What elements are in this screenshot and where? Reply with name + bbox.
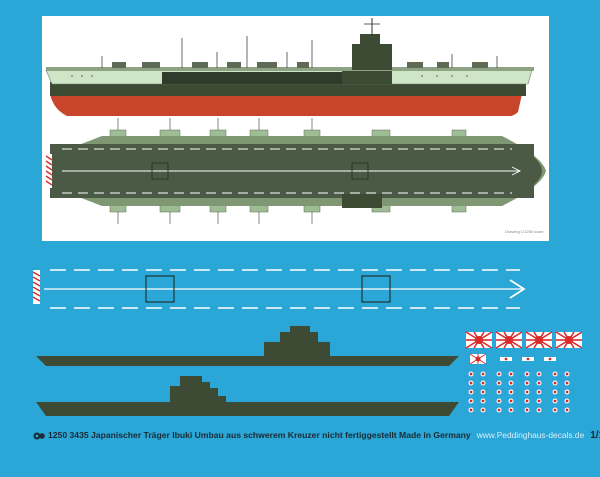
- deck-plan-drawing: [45, 118, 546, 224]
- silhouette-decal-1: [36, 326, 459, 366]
- rising-sun-flag-3: [525, 331, 553, 349]
- roundel-decals-grid: [468, 371, 570, 413]
- website-link[interactable]: www.Peddinghaus-decals.de: [476, 430, 585, 440]
- product-description: 1250 3435 Japanischer Träger Ibuki Umbau…: [48, 430, 471, 440]
- rising-sun-flag-1: [465, 331, 493, 349]
- small-flags-row: [469, 353, 556, 365]
- peddinghaus-logo-icon: [33, 432, 45, 440]
- sheet-footer: 1250 3435 Japanischer Träger Ibuki Umbau…: [33, 426, 600, 444]
- deck-marking-decal: [32, 269, 526, 309]
- side-profile-drawing: [45, 18, 534, 116]
- rising-sun-flag-2: [495, 331, 523, 349]
- rising-sun-flag-4: [555, 331, 582, 349]
- drawing-credit: Drawing 1/1250 scale: [505, 229, 544, 234]
- scale-label: 1/1250: [590, 430, 600, 441]
- silhouette-decal-2: [36, 376, 459, 416]
